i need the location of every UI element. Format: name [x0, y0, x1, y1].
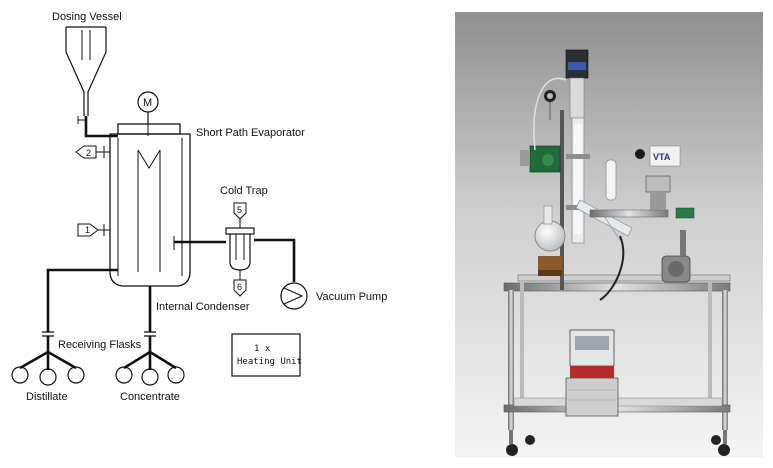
tubing	[533, 77, 567, 151]
vacuum-pump-label: Vacuum Pump	[316, 291, 387, 303]
port-6	[233, 270, 247, 297]
port-5-label: 5	[237, 205, 242, 215]
glass-column	[560, 49, 590, 290]
short-path-evaporator	[109, 123, 191, 287]
vacuum-pump	[280, 282, 308, 310]
vacuum-gauge-icon	[544, 90, 556, 120]
brand-logo	[635, 145, 681, 167]
internal-condenser-label: Internal Condenser	[156, 301, 250, 313]
vacuum-line	[589, 175, 695, 219]
equipment-photo: VTA	[455, 12, 763, 458]
motor	[137, 91, 159, 124]
schematic: Dosing Vessel M Short Path Evaporator 2	[11, 11, 387, 403]
distillate-label: Distillate	[26, 391, 68, 403]
port-6-label: 6	[237, 282, 242, 292]
port-2-label: 2	[86, 148, 91, 158]
port-1-label: 1	[85, 225, 90, 235]
distillate-line	[11, 268, 118, 386]
motor-label: M	[143, 97, 152, 109]
cold-trap	[225, 227, 296, 282]
brand-logo-text: VTA	[653, 152, 671, 162]
cold-trap-label: Cold Trap	[220, 185, 268, 197]
distillate-flask	[534, 205, 566, 276]
dosing-pump	[520, 145, 561, 173]
dosing-vessel	[65, 26, 118, 138]
port-1	[77, 223, 110, 237]
dosing-vessel-label: Dosing Vessel	[52, 11, 122, 23]
hose	[599, 235, 625, 301]
receiving-flasks-label: Receiving Flasks	[58, 339, 142, 351]
heating-unit-line2: Heating Unit	[237, 357, 302, 367]
concentrate-line	[115, 286, 185, 386]
heating-unit-box	[231, 333, 301, 377]
vacuum-pump-unit	[661, 230, 691, 283]
short-path-evaporator-label: Short Path Evaporator	[196, 127, 305, 139]
port-5	[233, 202, 247, 228]
photo-cold-trap	[605, 159, 617, 201]
heating-unit-line1: 1 x	[254, 344, 271, 354]
concentrate-label: Concentrate	[120, 391, 180, 403]
port-2	[75, 145, 110, 159]
heating-circulator	[565, 329, 619, 417]
